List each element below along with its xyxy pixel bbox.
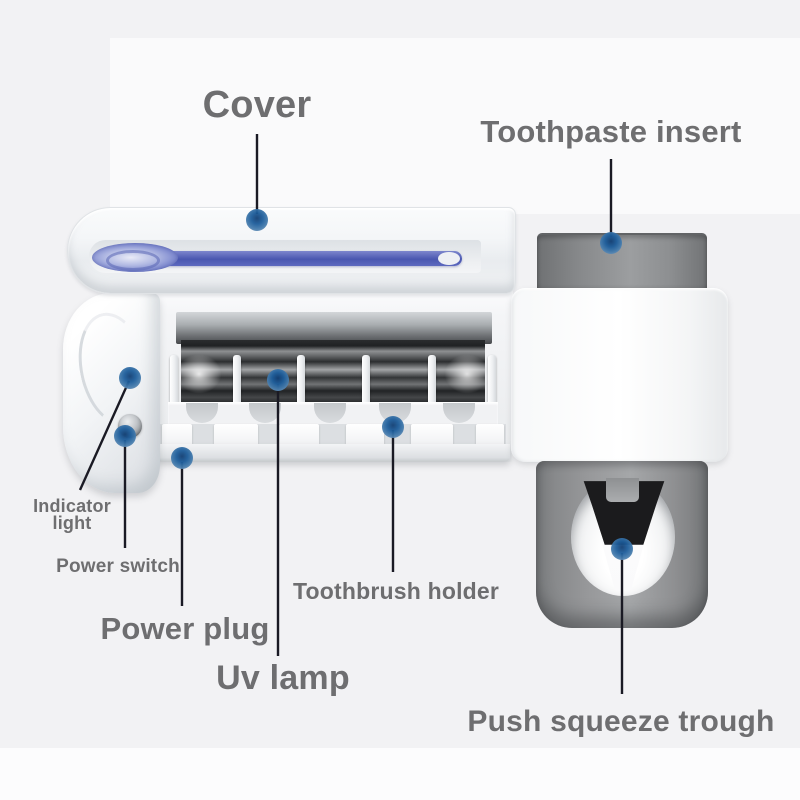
brush-notch <box>314 403 346 423</box>
slot-divider <box>428 355 436 427</box>
slot-divider <box>170 355 178 427</box>
compartment-bevel <box>176 312 492 344</box>
brush-notch <box>249 403 281 423</box>
holder-tab <box>279 424 319 446</box>
power-switch-label: Power switch <box>56 556 180 577</box>
tab-row <box>158 424 506 446</box>
indicator-light-label: Indicator light <box>33 496 111 533</box>
holder-tab <box>214 424 258 446</box>
slot-divider <box>233 355 241 427</box>
cover-label: Cover <box>202 84 312 126</box>
slot-divider <box>297 355 305 427</box>
toothbrush-bristles <box>106 250 160 271</box>
power-plug-label: Power plug <box>100 611 270 646</box>
push-squeeze-trough-label: Push squeeze trough <box>467 705 775 738</box>
brush-notch <box>443 403 475 423</box>
uv-lamp-label: Uv lamp <box>216 659 350 697</box>
dispenser-body <box>511 288 728 462</box>
holder-tab <box>411 424 453 446</box>
slot-divider <box>362 355 370 427</box>
toothbrush-handle <box>124 251 462 266</box>
toothpaste-insert-label: Toothpaste insert <box>480 114 742 149</box>
background-bottom-band <box>0 748 800 800</box>
brush-notch <box>186 403 218 423</box>
holder-tab <box>346 424 384 446</box>
uv-lamp-compartment <box>181 340 485 406</box>
slot-divider <box>488 355 496 427</box>
holder-tab <box>162 424 192 446</box>
background-highlight <box>110 38 800 214</box>
toothbrush-holder-label: Toothbrush holder <box>292 578 500 604</box>
toothbrush-endcap <box>438 252 460 265</box>
holder-tab <box>476 424 504 446</box>
power-switch-button <box>118 414 142 438</box>
bottom-ledge <box>156 444 510 461</box>
toothpaste-tube <box>537 233 707 293</box>
funnel-tab <box>606 478 639 502</box>
